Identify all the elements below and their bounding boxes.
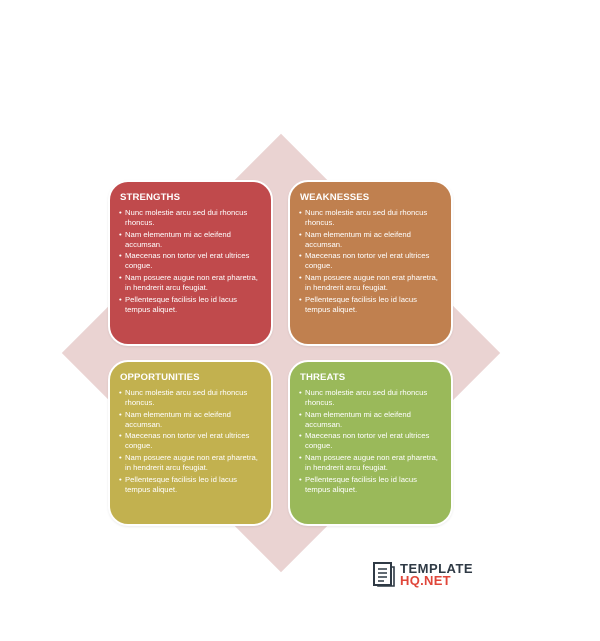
list-item: Nam posuere augue non erat pharetra, in … [299, 273, 441, 293]
strengths-list: Nunc molestie arcu sed dui rhoncus rhonc… [119, 208, 261, 315]
list-item: Nam elementum mi ac eleifend accumsan. [119, 230, 261, 250]
list-item: Maecenas non tortor vel erat ultrices co… [299, 431, 441, 451]
strengths-box: STRENGTHS Nunc molestie arcu sed dui rho… [108, 180, 273, 346]
threats-title: THREATS [300, 372, 346, 383]
list-item: Nunc molestie arcu sed dui rhoncus rhonc… [299, 208, 441, 228]
opportunities-list: Nunc molestie arcu sed dui rhoncus rhonc… [119, 388, 261, 495]
list-item: Pellentesque facilisis leo id lacus temp… [299, 295, 441, 315]
templatehq-logo: TEMPLATE HQ.NET [372, 561, 482, 587]
threats-list: Nunc molestie arcu sed dui rhoncus rhonc… [299, 388, 441, 495]
weaknesses-title: WEAKNESSES [300, 192, 370, 203]
list-item: Nam elementum mi ac eleifend accumsan. [299, 230, 441, 250]
threats-box: THREATS Nunc molestie arcu sed dui rhonc… [288, 360, 453, 526]
opportunities-title: OPPORTUNITIES [120, 372, 200, 383]
weaknesses-box: WEAKNESSES Nunc molestie arcu sed dui rh… [288, 180, 453, 346]
list-item: Pellentesque facilisis leo id lacus temp… [299, 475, 441, 495]
opportunities-box: OPPORTUNITIES Nunc molestie arcu sed dui… [108, 360, 273, 526]
list-item: Nam elementum mi ac eleifend accumsan. [119, 410, 261, 430]
list-item: Nam elementum mi ac eleifend accumsan. [299, 410, 441, 430]
list-item: Maecenas non tortor vel erat ultrices co… [299, 251, 441, 271]
document-icon [373, 562, 395, 587]
list-item: Maecenas non tortor vel erat ultrices co… [119, 251, 261, 271]
list-item: Pellentesque facilisis leo id lacus temp… [119, 475, 261, 495]
list-item: Nunc molestie arcu sed dui rhoncus rhonc… [299, 388, 441, 408]
list-item: Nam posuere augue non erat pharetra, in … [119, 273, 261, 293]
logo-text-top: TEMPLATE [400, 561, 474, 576]
logo-text-bottom: HQ.NET [400, 573, 451, 588]
strengths-title: STRENGTHS [120, 192, 181, 203]
list-item: Nunc molestie arcu sed dui rhoncus rhonc… [119, 208, 261, 228]
list-item: Pellentesque facilisis leo id lacus temp… [119, 295, 261, 315]
list-item: Nam posuere augue non erat pharetra, in … [299, 453, 441, 473]
list-item: Nunc molestie arcu sed dui rhoncus rhonc… [119, 388, 261, 408]
list-item: Maecenas non tortor vel erat ultrices co… [119, 431, 261, 451]
weaknesses-list: Nunc molestie arcu sed dui rhoncus rhonc… [299, 208, 441, 315]
list-item: Nam posuere augue non erat pharetra, in … [119, 453, 261, 473]
